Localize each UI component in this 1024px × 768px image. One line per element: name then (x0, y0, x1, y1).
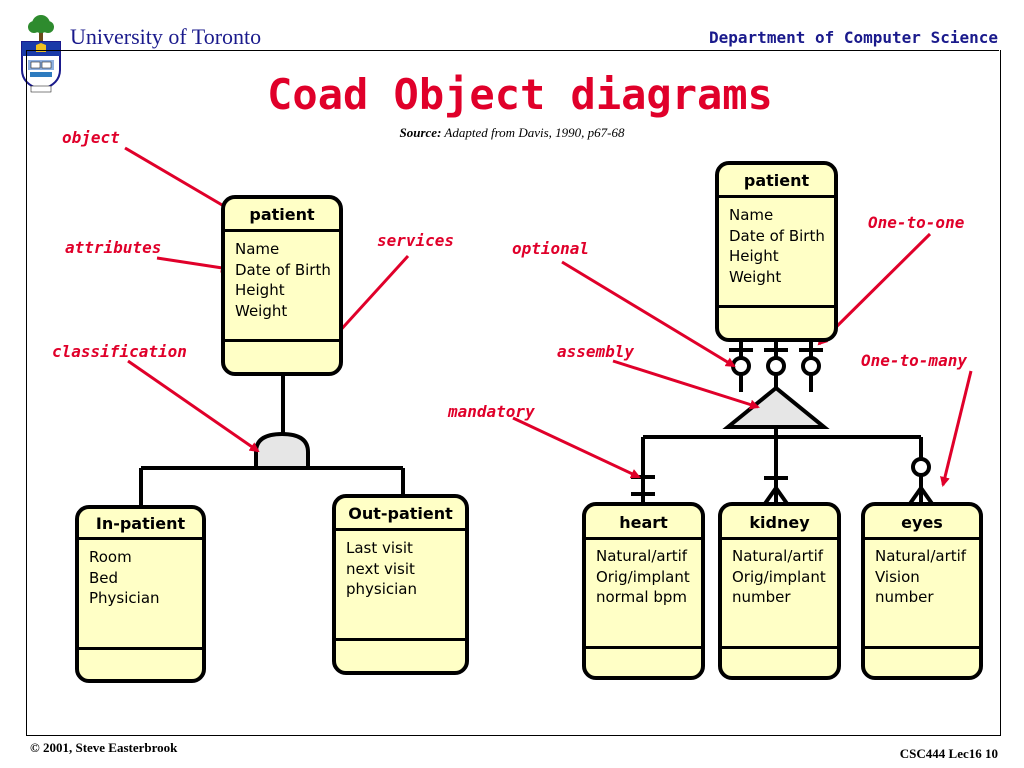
attribute-list: Natural/artif Orig/implant number (732, 546, 826, 608)
multiplicity-marks (631, 348, 935, 507)
footer-course: CSC444 Lec16 10 (899, 746, 998, 761)
divider (865, 646, 979, 649)
divider (225, 229, 339, 232)
object-patient-right: patient Name Date of Birth Height Weight (715, 161, 838, 342)
attribute: Weight (235, 301, 288, 320)
source-prefix: Source: (399, 125, 442, 140)
object-name: patient (249, 205, 315, 224)
attribute: Bed (89, 568, 119, 587)
attribute: number (732, 588, 791, 606)
attribute: next visit (346, 559, 415, 578)
divider (586, 537, 701, 540)
label-assembly: assembly (557, 342, 635, 361)
attribute: Name (235, 240, 280, 258)
object-kidney: kidney Natural/artif Orig/implant number (718, 502, 841, 680)
attribute: normal bpm (596, 588, 687, 606)
attribute: Physician (89, 589, 160, 607)
divider (722, 646, 837, 649)
attribute: Natural/artif (732, 547, 824, 565)
attribute: number (875, 588, 934, 606)
university-crest-logo (21, 15, 61, 93)
divider (865, 537, 979, 540)
attribute: Room (89, 548, 132, 566)
label-mandatory: mandatory (448, 402, 535, 421)
source-text: Adapted from Davis, 1990, p67-68 (444, 125, 625, 140)
slide-frame (26, 50, 1001, 736)
attribute: Height (235, 281, 285, 299)
divider (722, 537, 837, 540)
object-in-patient: In-patient Room Bed Physician (75, 505, 206, 683)
attribute: Natural/artif (596, 547, 688, 565)
divider (225, 339, 339, 342)
source-citation: Source: Adapted from Davis, 1990, p67-68 (0, 125, 1024, 141)
label-one-to-many: One-to-many (861, 351, 967, 370)
object-name: patient (743, 171, 810, 190)
slide-title: Coad Object diagrams (267, 70, 773, 119)
object-out-patient: Out-patient Last visit next visit physic… (332, 494, 469, 675)
attribute-list: Natural/artif Orig/implant normal bpm (596, 546, 690, 608)
header-rule (26, 50, 999, 51)
object-heart: heart Natural/artif Orig/implant normal … (582, 502, 705, 680)
divider (79, 647, 202, 650)
label-classification: classification (52, 342, 187, 361)
attribute: Date of Birth (729, 226, 825, 245)
object-name: eyes (901, 513, 943, 532)
label-attributes: attributes (65, 238, 162, 257)
gen-spec-semicircle (254, 431, 310, 470)
object-name: Out-patient (348, 504, 453, 523)
department-name: Department of Computer Science (709, 28, 998, 47)
attribute-list: Name Date of Birth Height Weight (235, 239, 331, 321)
attribute-list: Name Date of Birth Height Weight (729, 205, 825, 287)
object-name: heart (619, 513, 668, 532)
label-services: services (377, 231, 455, 250)
attribute: Last visit (346, 539, 413, 557)
divider (79, 537, 202, 540)
attribute: Name (729, 206, 774, 224)
attribute-list: Last visit next visit physician (346, 538, 417, 600)
attribute: Orig/implant (732, 567, 826, 586)
object-name: kidney (749, 513, 810, 532)
divider (336, 528, 465, 531)
attribute: Weight (729, 267, 782, 286)
attribute: physician (346, 580, 418, 598)
divider (586, 646, 701, 649)
attribute: Date of Birth (235, 260, 331, 279)
divider (719, 305, 834, 308)
divider (719, 195, 834, 198)
attribute-list: Natural/artif Vision number (875, 546, 966, 608)
attribute: Natural/artif (875, 547, 967, 565)
label-one-to-one: One-to-one (868, 213, 965, 232)
object-eyes: eyes Natural/artif Vision number (861, 502, 983, 680)
attribute: Vision (875, 567, 920, 586)
object-patient-left: patient Name Date of Birth Height Weight (221, 195, 343, 376)
divider (336, 638, 465, 641)
attribute: Orig/implant (596, 567, 690, 586)
annotation-arrows (124, 146, 973, 487)
whole-part-triangle (722, 385, 830, 429)
object-name: In-patient (95, 514, 186, 533)
label-optional: optional (512, 239, 590, 258)
label-object: object (62, 128, 120, 147)
university-name: University of Toronto (70, 24, 262, 49)
attribute-list: Room Bed Physician (89, 547, 160, 609)
footer-copyright: © 2001, Steve Easterbrook (30, 740, 178, 755)
attribute: Height (729, 247, 779, 265)
